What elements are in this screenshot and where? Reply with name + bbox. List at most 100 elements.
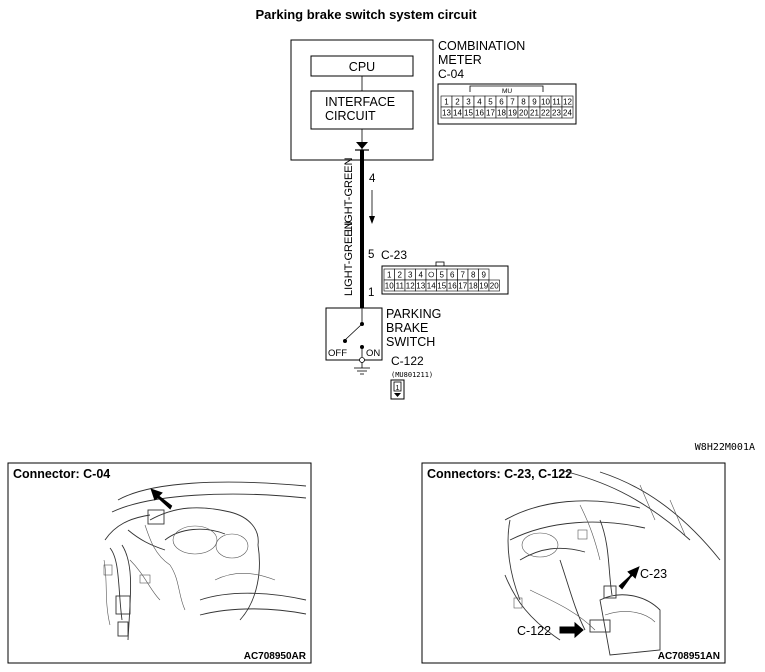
c23-pin-label: 11 <box>396 282 405 291</box>
switch-outline <box>325 307 383 361</box>
meter-name-line2: METER <box>438 53 482 67</box>
parking-brake-switch: OFF ON <box>325 307 383 361</box>
c23-pin-label: 12 <box>406 282 415 291</box>
connector-panel-c23-c122: Connectors: C-23, C-122 AC708951AN <box>421 462 726 664</box>
panel-c23-code: AC708951AN <box>658 651 720 662</box>
c04-tag: MU <box>502 88 512 95</box>
dashboard-illustration-c23 <box>504 469 721 656</box>
current-arrow-head <box>369 216 375 224</box>
c04-pin-label: 4 <box>477 98 482 107</box>
c23-pin-label: 18 <box>469 282 478 291</box>
dashboard-illustration-c04 <box>103 481 307 641</box>
combination-meter: CPU INTERFACE CIRCUIT <box>290 39 434 161</box>
c04-pin-label: 12 <box>563 98 572 107</box>
c23-pin-cell <box>488 279 500 292</box>
interface-label-line1: INTERFACE <box>325 95 395 109</box>
c04-pin-label: 16 <box>475 109 484 118</box>
interface-label-line2: CIRCUIT <box>325 109 376 123</box>
c04-pin-label: 3 <box>466 98 471 107</box>
c23-pin-label: 4 <box>419 271 424 280</box>
c23-pin-label: 10 <box>385 282 394 291</box>
c04-key <box>469 85 544 92</box>
c04-pin-label: 21 <box>530 109 539 118</box>
wire-color-label-lower: LIGHT-GREEN <box>343 221 355 296</box>
c23-pin-label: 17 <box>458 282 467 291</box>
c23-location-arrow-icon <box>618 566 640 590</box>
c23-pin-bottom: 1 <box>368 287 374 299</box>
c23-pin-top: 5 <box>368 249 374 261</box>
diagram-code: W8H22M001A <box>695 442 755 453</box>
c23-pin-label: 15 <box>437 282 446 291</box>
c04-pin-label: 1 <box>444 98 449 107</box>
c122-latch-icon <box>394 393 401 397</box>
c04-pin-label: 8 <box>521 98 526 107</box>
c23-pin-label: 5 <box>440 271 445 280</box>
switch-off-contact <box>343 339 347 343</box>
c122-connector-id: C-122 <box>391 354 424 368</box>
c04-pin-label: 20 <box>519 109 528 118</box>
c04-pin-label: 5 <box>488 98 493 107</box>
c04-pin-label: 18 <box>497 109 506 118</box>
c122-part-number: (MU801211) <box>391 371 433 379</box>
c122-callout-label: C-122 <box>517 624 551 638</box>
splice-triangle <box>356 142 368 149</box>
c04-pin-label: 14 <box>453 109 462 118</box>
c04-pin-label: 10 <box>541 98 550 107</box>
c23-pin-label: 19 <box>479 282 488 291</box>
c04-location-arrow-icon <box>150 488 173 510</box>
connector-c122-face: 1 <box>390 379 405 400</box>
c23-pin-label: 7 <box>461 271 466 280</box>
c23-pin-label: 8 <box>471 271 476 280</box>
c23-pin-cell <box>425 268 437 281</box>
c122-location-arrow-icon <box>559 621 584 639</box>
c23-pin-label: 6 <box>450 271 455 280</box>
c23-connector-id: C-23 <box>381 248 407 262</box>
switch-name-line1: PARKING <box>386 307 441 321</box>
c23-pin-label: 2 <box>398 271 403 280</box>
c04-pin-label: 11 <box>552 98 561 107</box>
meter-name-line1: COMBINATION <box>438 39 525 53</box>
ground-icon <box>354 357 370 375</box>
c04-pin-cell <box>561 106 574 119</box>
c04-pin-label: 6 <box>499 98 504 107</box>
c04-pin-label: 15 <box>464 109 473 118</box>
c04-pin-label: 9 <box>532 98 537 107</box>
c122-pin-number: 1 <box>396 385 400 392</box>
wire-color-label-upper: LIGHT-GREEN <box>343 157 355 232</box>
c122-pin-cell <box>393 381 402 392</box>
c23-pin-label: 20 <box>490 282 499 291</box>
interface-circuit-box <box>310 90 414 130</box>
c23-pin-label: 9 <box>482 271 487 280</box>
c04-pin-label: 13 <box>442 109 451 118</box>
c23-pin-label: 14 <box>427 282 436 291</box>
switch-name-line3: SWITCH <box>386 335 435 349</box>
c23-latch <box>435 261 445 267</box>
c04-pin-label: 19 <box>508 109 517 118</box>
panel-c04-title: Connector: C-04 <box>13 467 110 481</box>
c04-pin-label: 23 <box>552 109 561 118</box>
panel-c04-code: AC708950AR <box>244 651 307 662</box>
c23-pin-label: 13 <box>416 282 425 291</box>
c04-pin-label: 22 <box>541 109 550 118</box>
meter-connector-id: C-04 <box>438 67 464 81</box>
c23-pin-label: 3 <box>408 271 413 280</box>
switch-on-label: ON <box>366 348 380 359</box>
c23-pin-label: 1 <box>387 271 392 280</box>
c04-pin-label: 17 <box>486 109 495 118</box>
c23-callout-label: C-23 <box>640 567 667 581</box>
connector-panel-c04: Connector: C-04 AC708950AR <box>7 462 312 664</box>
switch-name-line2: BRAKE <box>386 321 428 335</box>
c23-blank-pin-marker <box>428 271 435 278</box>
diagram-title: Parking brake switch system circuit <box>255 7 477 22</box>
c04-pin-label: 2 <box>455 98 460 107</box>
c04-pin-label: 24 <box>563 109 572 118</box>
switch-off-label: OFF <box>328 348 347 359</box>
switch-blade <box>344 323 363 341</box>
c04-pin-label: 7 <box>510 98 515 107</box>
cpu-label: CPU <box>349 60 375 74</box>
panel-c23-title: Connectors: C-23, C-122 <box>427 467 572 481</box>
meter-pin-number: 4 <box>369 173 376 185</box>
